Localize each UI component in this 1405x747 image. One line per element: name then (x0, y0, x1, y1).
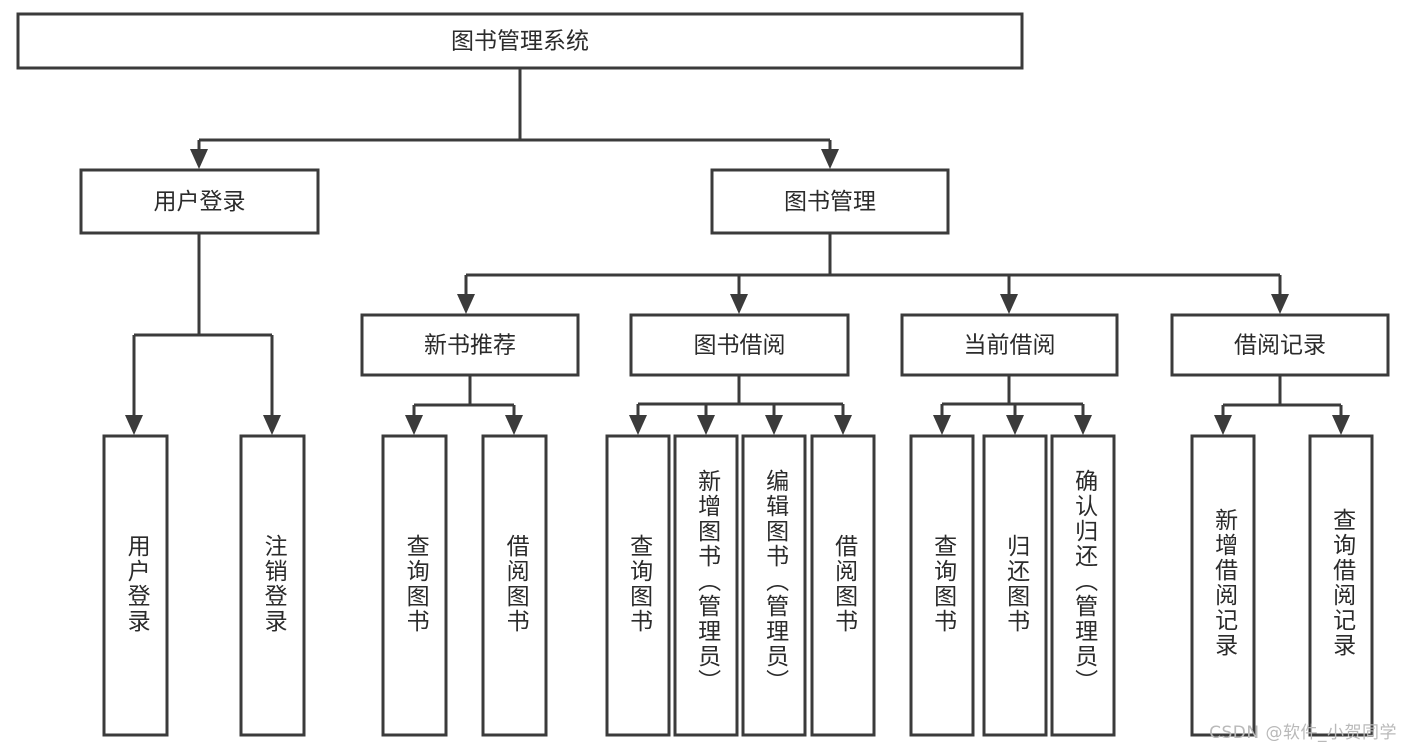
arrow-new-book-recommend (457, 294, 475, 314)
arrow-leaf-query-book-current (933, 415, 951, 435)
node-box-book-manage[interactable] (710, 168, 950, 235)
arrow-leaf-edit-book (765, 415, 783, 435)
node-box-leaf-return-book[interactable] (982, 434, 1048, 737)
arrow-current-borrow (1000, 294, 1018, 314)
node-box-borrow-record[interactable] (1170, 313, 1390, 377)
node-box-leaf-borrow-book[interactable] (810, 434, 876, 737)
arrow-leaf-add-book (697, 415, 715, 435)
arrow-leaf-add-borrow-record (1214, 415, 1232, 435)
arrow-leaf-borrow-book-rec (505, 415, 523, 435)
arrow-leaf-query-book-rec (405, 415, 423, 435)
node-box-leaf-query-book-borrow[interactable] (605, 434, 671, 737)
node-label-borrow-record: 借阅记录 (1234, 333, 1326, 359)
arrow-book-borrow (730, 294, 748, 314)
arrowhead-layer (125, 149, 1350, 435)
node-box-leaf-edit-book[interactable] (741, 434, 807, 737)
node-box-leaf-add-borrow-record[interactable] (1190, 434, 1256, 737)
node-label-current-borrow: 当前借阅 (964, 333, 1056, 359)
watermark-text: CSDN @软件_小贺同学 (1209, 723, 1397, 743)
node-box-new-book-recommend[interactable] (360, 313, 580, 377)
node-label-book-borrow: 图书借阅 (694, 333, 786, 359)
node-label-root: 图书管理系统 (451, 29, 589, 55)
node-box-layer (16, 12, 1390, 737)
node-box-book-borrow[interactable] (629, 313, 850, 377)
node-box-leaf-query-book-current[interactable] (909, 434, 975, 737)
node-box-leaf-query-book-rec[interactable] (381, 434, 448, 737)
arrow-leaf-borrow-book (834, 415, 852, 435)
node-label-book-manage: 图书管理 (784, 189, 876, 215)
node-box-leaf-add-book[interactable] (673, 434, 739, 737)
arrow-borrow-record (1271, 294, 1289, 314)
arrow-book-manage (821, 149, 839, 169)
node-box-leaf-borrow-book-rec[interactable] (481, 434, 548, 737)
arrow-leaf-confirm-return (1074, 415, 1092, 435)
node-box-root[interactable] (16, 12, 1024, 70)
node-label-new-book-recommend: 新书推荐 (424, 333, 516, 359)
node-box-user-login[interactable] (79, 168, 320, 235)
node-box-leaf-logout[interactable] (239, 434, 306, 737)
node-box-leaf-confirm-return[interactable] (1050, 434, 1116, 737)
node-label-user-login: 用户登录 (154, 189, 246, 215)
arrow-leaf-query-book-borrow (629, 415, 647, 435)
arrow-user-login (190, 149, 208, 169)
arrow-leaf-return-book (1006, 415, 1024, 435)
arrow-leaf-query-borrow-record (1332, 415, 1350, 435)
arrow-leaf-logout (263, 415, 281, 435)
node-box-current-borrow[interactable] (900, 313, 1119, 377)
node-box-leaf-query-borrow-record[interactable] (1308, 434, 1374, 737)
arrow-leaf-user-login (125, 415, 143, 435)
node-box-leaf-user-login[interactable] (102, 434, 169, 737)
